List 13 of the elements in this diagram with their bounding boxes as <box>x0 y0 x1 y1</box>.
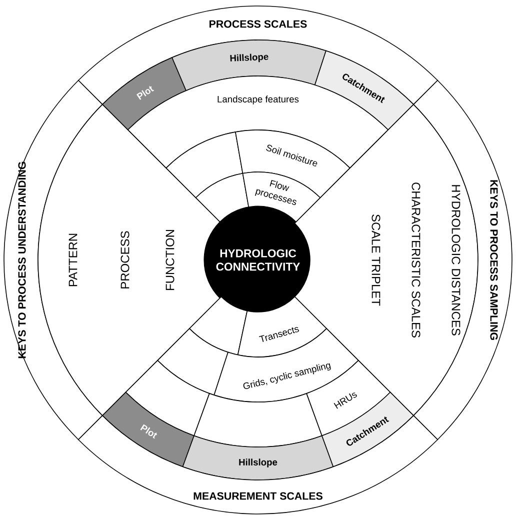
scale-band-cell: Plot <box>102 57 186 130</box>
sector-cell <box>195 172 250 224</box>
scale-band-cell: Plot <box>102 392 194 468</box>
sector-cell: Transects <box>237 296 327 358</box>
sector-cell <box>194 393 322 448</box>
sector-cell <box>157 328 228 396</box>
sector-cell <box>166 132 244 198</box>
scale-band-cell: Hillslope <box>182 435 334 480</box>
node-label: KEYS TO PROCESS SAMPLING <box>490 180 498 340</box>
node-label: MEASUREMENT SCALES <box>194 492 322 500</box>
scale-band-cell: Hillslope <box>172 40 326 92</box>
sector-cell <box>125 360 210 436</box>
sector-cell <box>189 296 248 356</box>
